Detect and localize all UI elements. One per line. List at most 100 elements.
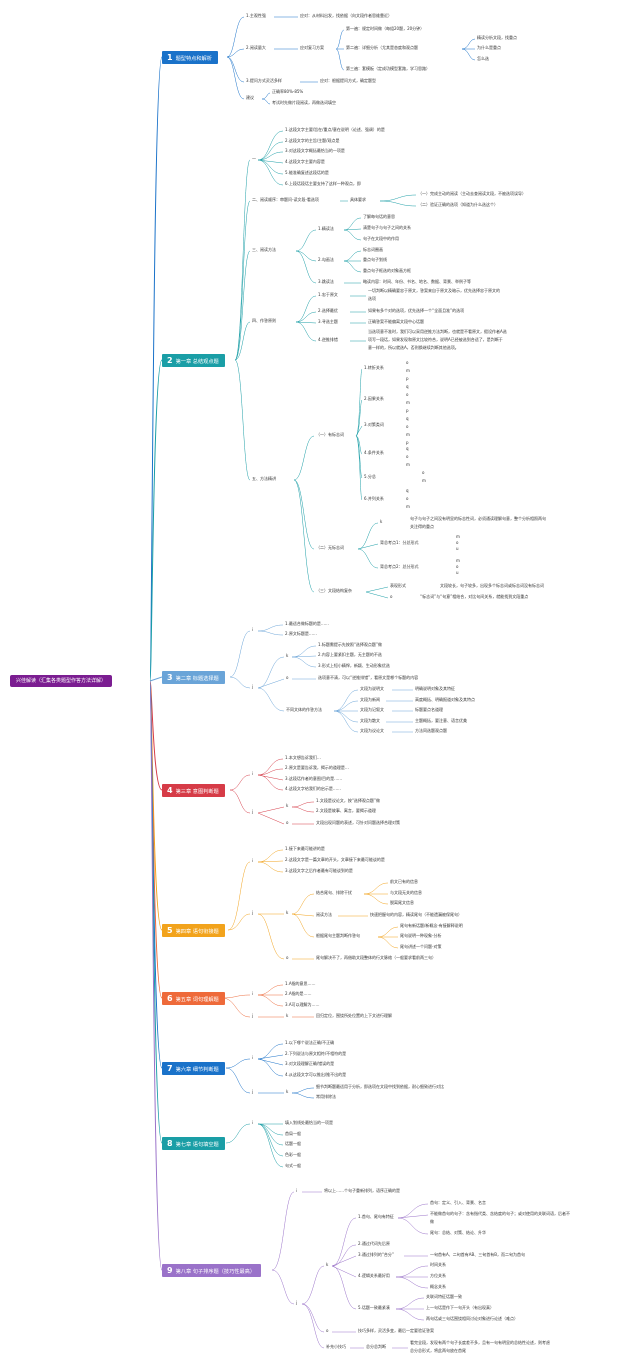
topic-node[interactable]: 将以上……个句子重新排列，语序正确的是	[324, 1187, 400, 1193]
topic-node[interactable]: 一	[252, 155, 256, 161]
topic-node[interactable]: 4.逆推排错	[318, 336, 338, 342]
topic-node[interactable]: 略读内容：时间、年份、书名、地名、数据、背景、举例子等	[363, 278, 471, 284]
topic-node[interactable]: 怎么选	[477, 55, 489, 61]
topic-node[interactable]: 项写一段话，如果发现和原文比较符合，说明A已经被选到合适了，是判断于	[368, 336, 503, 342]
topic-node[interactable]: k	[286, 1012, 289, 1018]
topic-node[interactable]: 选项	[368, 295, 376, 301]
topic-node[interactable]: 尾句说明一种现象-分析	[400, 932, 442, 938]
topic-node[interactable]: 6.并列关系	[364, 495, 384, 501]
topic-node[interactable]: 2.通过代词先后原	[358, 1240, 390, 1246]
topic-node[interactable]: i	[252, 1054, 254, 1060]
topic-node[interactable]: 了解每句话的意思	[363, 213, 395, 219]
topic-node[interactable]: 三、阅读方法	[252, 246, 276, 252]
topic-node[interactable]: 第二遍：详细分析（尤其是态度和观点题	[346, 44, 418, 50]
topic-node[interactable]: 5.分总	[364, 473, 376, 479]
topic-node[interactable]: 1.主观性强	[246, 12, 266, 18]
topic-node[interactable]: 高度概括、明确报道对象及其特点	[415, 696, 475, 702]
topic-node[interactable]: 背总考点1：分总形式	[380, 539, 419, 545]
topic-node[interactable]: 两句话或三句话围绕相同讨论对象进行论述（难点）	[426, 1315, 518, 1321]
topic-node[interactable]: 尾句解决不了，再借助文段整体的行文脉络（一般要求看前两三句）	[316, 954, 436, 960]
topic-node[interactable]: k	[380, 518, 383, 524]
topic-node[interactable]: 重点句子框选的对象画方框	[363, 267, 411, 273]
topic-node[interactable]: 首局一般	[285, 1130, 301, 1136]
topic-node[interactable]: 脱离尾文信息	[390, 899, 414, 905]
topic-node[interactable]: 文段为新闻	[360, 696, 380, 702]
topic-node[interactable]: 背总考点2：总分形式	[380, 563, 419, 569]
topic-node[interactable]: 3.A可以理解为……	[285, 1001, 320, 1007]
topic-node[interactable]: 技巧多样，灵活多变，最后一定要验证答案	[358, 1327, 434, 1333]
topic-node[interactable]: （一）有标志词	[316, 431, 344, 437]
topic-node[interactable]: （二）无标志词	[316, 544, 344, 550]
topic-node[interactable]: 3.这段文字之后作者最有可能谈到的是	[285, 867, 353, 873]
topic-node[interactable]: 快速把握句的内容，精读尾句（不能遗漏被保尾句）	[370, 911, 462, 917]
topic-node[interactable]: 文段为散文	[360, 717, 380, 723]
topic-node[interactable]: 应对：根据提问方式，确定题型	[320, 77, 376, 83]
topic-node[interactable]: 文段较长，句子较多，出现多个标志词或标志词没有标志词	[440, 582, 544, 588]
topic-node[interactable]: o	[286, 819, 289, 825]
topic-node[interactable]: j	[252, 1012, 254, 1018]
topic-node[interactable]: 正确答案不能偏离文段中心话题	[368, 318, 424, 324]
topic-node[interactable]: 细节判断题最适用于分析，即选项在文段中找到依据，耐心细致进行对比	[316, 1083, 444, 1089]
topic-node[interactable]: 当选项意不准时，我们可以采用逆推方法判断，也就是不看原文，假设作者A选	[368, 328, 507, 334]
topic-node[interactable]: 3.通过排列的“合分”	[358, 1251, 394, 1257]
topic-node[interactable]: 二、阅读顺序：审题问-读文段-看选项	[252, 196, 319, 202]
topic-node[interactable]: （三）文段结构复杂	[316, 587, 352, 593]
topic-node[interactable]: 话题一般	[285, 1140, 301, 1146]
topic-node[interactable]: 首句：定义、引入、背景、名言	[430, 1199, 486, 1205]
topic-node[interactable]: 2.下列说法与原文相符/不相符的是	[285, 1050, 347, 1056]
topic-node[interactable]: 2.A指的是……	[285, 990, 312, 996]
topic-node[interactable]: j	[252, 808, 254, 814]
topic-node[interactable]: 阅读方法	[316, 911, 332, 917]
topic-node[interactable]: 4.条件关系	[364, 449, 384, 455]
topic-node[interactable]: “标志词”与“句意”相结合，对比句间关系，就能找到文段重点	[420, 593, 529, 599]
topic-node[interactable]: 关联词特征话题一致	[426, 1293, 462, 1299]
topic-node[interactable]: 尾句：总结、对策、结论、升华	[430, 1229, 486, 1235]
topic-node[interactable]: 关注得的重点	[410, 523, 434, 529]
topic-node[interactable]: 5.能准确复述这段话的是	[285, 169, 329, 175]
topic-node[interactable]: 方位关系	[430, 1272, 446, 1278]
topic-node[interactable]: 清楚句子与句子之间的关系	[363, 224, 411, 230]
topic-node[interactable]: 2.这段文字的主旨/主题/观点是	[285, 137, 340, 143]
topic-node[interactable]: 表现形式	[390, 582, 406, 588]
topic-node[interactable]: 补充小技巧	[326, 1343, 346, 1349]
topic-node[interactable]: 尾句讲述一个问题-对策	[400, 943, 442, 949]
topic-node[interactable]: 2.选择最优	[318, 307, 338, 313]
topic-node[interactable]: 文段为记叙文	[360, 706, 384, 712]
root-topic[interactable]: 兴佳解读（汇集各类题型作答方法详解）	[10, 675, 113, 687]
topic-node[interactable]: 如果有多个对的选项，优先选择一个“全面且准”的选项	[368, 307, 465, 313]
topic-node[interactable]: o	[390, 593, 393, 599]
topic-node[interactable]: 4.这段文字主要内容是	[285, 158, 325, 164]
topic-node[interactable]: 3.对策类词	[364, 421, 384, 427]
topic-node[interactable]: 概念关系	[430, 1283, 446, 1289]
topic-node[interactable]: 不同文体的作答方法	[286, 706, 322, 712]
topic-node[interactable]: 主题概括，要注意、语言优美	[415, 717, 467, 723]
topic-node[interactable]: k	[286, 1088, 289, 1094]
topic-node[interactable]: 1.文段是议论文，按“选择观点题”做	[316, 797, 380, 803]
topic-node[interactable]: 1.转折关系	[364, 364, 384, 370]
topic-node[interactable]: 为什么是重点	[477, 44, 501, 50]
topic-node[interactable]: 文段出现问题的表述，可针对问题选择合理对策	[316, 819, 400, 825]
topic-node[interactable]: 正确率80%-85%	[272, 88, 304, 94]
topic-node[interactable]: 应对复习方案	[300, 44, 324, 50]
topic-node[interactable]: 1.精读法	[318, 225, 334, 231]
topic-node[interactable]: 4.这段文字给我们的启示是……	[285, 785, 341, 791]
topic-node[interactable]: 一旬首有A、二旬首有AB、三旬首有B，而二旬为首句	[430, 1251, 525, 1257]
topic-node[interactable]: i	[252, 626, 254, 632]
topic-node[interactable]: i	[252, 990, 254, 996]
topic-node[interactable]: 应对：从材料出发，找依据（向文段作者思维靠近）	[300, 12, 392, 18]
topic-node[interactable]: 4.逻辑关系最好用	[358, 1272, 390, 1278]
topic-node[interactable]: 做	[430, 1218, 434, 1224]
topic-node[interactable]: 6.上段话段话主要支持了这样一种观点，即	[285, 180, 361, 186]
topic-node[interactable]: i	[252, 770, 254, 776]
topic-node[interactable]: 5.话题一致最紧凑	[358, 1304, 390, 1310]
topic-node[interactable]: 1.忠于原文	[318, 291, 338, 297]
topic-node[interactable]: 填入划线处最恰当的一项是	[285, 1119, 333, 1125]
topic-node[interactable]: 前文已有的信息	[390, 878, 418, 884]
topic-node[interactable]: 1.A指的意思……	[285, 980, 316, 986]
topic-node[interactable]: 3.跳读法	[318, 278, 334, 284]
topic-node[interactable]: o	[286, 674, 289, 680]
